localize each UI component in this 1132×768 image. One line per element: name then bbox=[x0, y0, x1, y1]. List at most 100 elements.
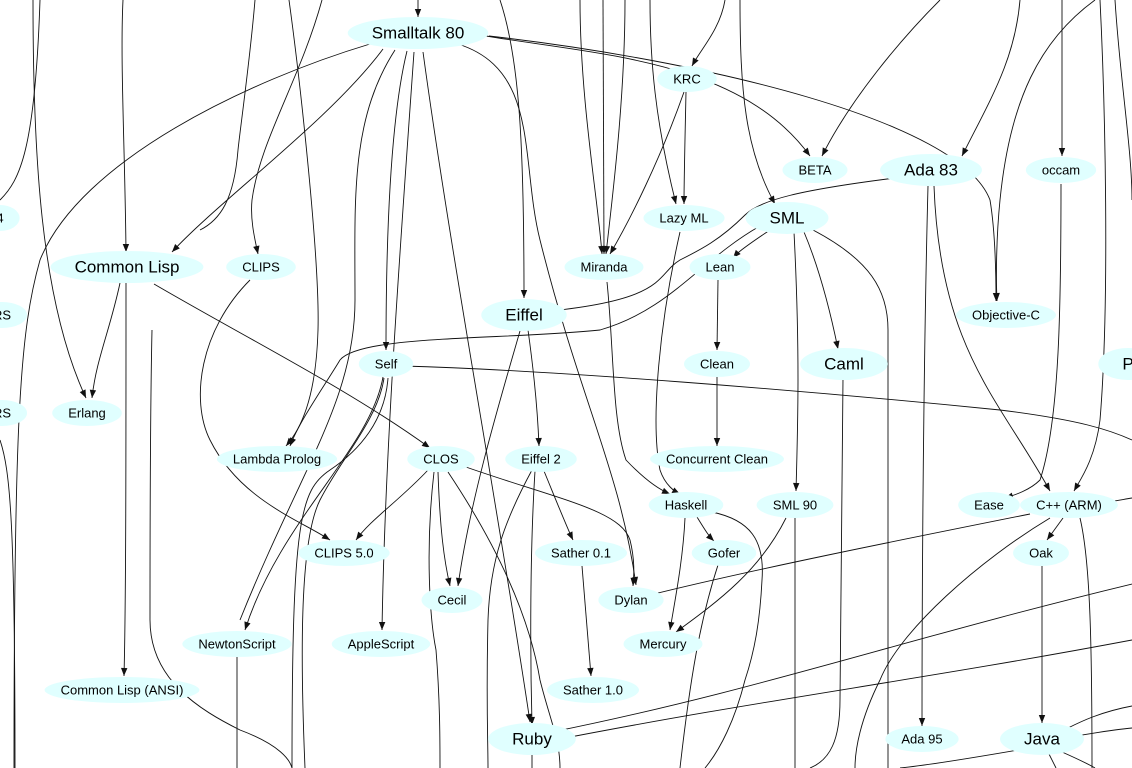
node-label: Gofer bbox=[708, 546, 741, 561]
node-ellipse bbox=[623, 631, 703, 657]
edge bbox=[539, 177, 896, 313]
edge bbox=[655, 231, 681, 495]
node-occam: occam bbox=[1025, 157, 1097, 183]
node-edge_left_4: 4 bbox=[0, 205, 20, 231]
node-label: Java bbox=[1024, 730, 1060, 749]
edge bbox=[609, 91, 685, 255]
edge bbox=[486, 469, 533, 768]
edge bbox=[251, 0, 323, 255]
node-label: NewtonScript bbox=[198, 637, 276, 652]
node-label: 4 bbox=[0, 211, 4, 226]
edge bbox=[803, 231, 839, 350]
edge bbox=[921, 185, 929, 727]
node-label: C++ (ARM) bbox=[1036, 498, 1102, 513]
edge-arrowhead bbox=[121, 667, 128, 676]
edge bbox=[554, 639, 1132, 741]
edge bbox=[854, 517, 1051, 768]
edge bbox=[1079, 517, 1093, 768]
node-label: RS bbox=[0, 308, 11, 323]
edge-arrowhead bbox=[918, 717, 926, 726]
edge bbox=[1004, 183, 1062, 499]
edge bbox=[704, 511, 763, 768]
node-label: Mercury bbox=[640, 637, 687, 652]
edge-arrowhead bbox=[79, 389, 86, 398]
edge-arrowhead bbox=[668, 621, 675, 630]
node-label: BETA bbox=[799, 163, 832, 178]
node-dylan: Dylan bbox=[598, 587, 664, 613]
edge bbox=[91, 282, 121, 399]
node-lean: Lean bbox=[689, 254, 751, 280]
edge bbox=[645, 513, 1031, 597]
node-label: CLIPS bbox=[242, 260, 280, 275]
node-label: Eiffel bbox=[505, 306, 543, 325]
edge-arrowhead bbox=[962, 147, 969, 156]
edge-arrowhead bbox=[253, 245, 260, 254]
node-label: Miranda bbox=[581, 260, 629, 275]
edge-arrowhead bbox=[587, 667, 594, 676]
edge-arrowhead bbox=[286, 437, 294, 446]
edge-arrowhead bbox=[706, 533, 714, 541]
edge bbox=[551, 583, 1132, 733]
edge bbox=[961, 0, 1021, 157]
edge bbox=[381, 51, 415, 631]
edge-arrowhead bbox=[692, 57, 699, 66]
node-ellipse bbox=[643, 205, 725, 231]
node-ease: Ease bbox=[958, 492, 1020, 518]
node-objc: Objective-C bbox=[956, 302, 1056, 328]
edge bbox=[171, 48, 384, 253]
node-label: Haskell bbox=[665, 498, 708, 513]
node-label: Dylan bbox=[614, 593, 647, 608]
node-label: Oak bbox=[1029, 546, 1053, 561]
node-label: occam bbox=[1042, 163, 1080, 178]
node-ellipse bbox=[885, 726, 959, 752]
node-ellipse bbox=[564, 254, 644, 280]
edge bbox=[579, 0, 603, 255]
edge-arrowhead bbox=[122, 243, 130, 252]
edge bbox=[485, 35, 811, 157]
node-lazyml: Lazy ML bbox=[643, 205, 725, 231]
edge bbox=[457, 43, 637, 586]
edge-arrowhead bbox=[680, 195, 688, 204]
node-label: CLIPS 5.0 bbox=[314, 546, 373, 561]
node-commonlisp: Common Lisp bbox=[50, 251, 204, 283]
node-ada83: Ada 83 bbox=[880, 154, 982, 186]
edge-arrowhead bbox=[993, 292, 1000, 301]
node-ellipse bbox=[44, 677, 200, 703]
edge bbox=[996, 0, 1096, 302]
edge bbox=[289, 225, 761, 447]
edge bbox=[1073, 0, 1107, 492]
node-ellipse bbox=[958, 492, 1020, 518]
node-label: Concurrent Clean bbox=[666, 452, 768, 467]
node-ellipse bbox=[0, 400, 28, 426]
edge bbox=[199, 0, 256, 231]
edge bbox=[649, 0, 677, 205]
edge-arrowhead bbox=[321, 532, 330, 540]
node-ellipse bbox=[650, 446, 784, 472]
edge-arrowhead bbox=[455, 577, 463, 586]
edge bbox=[457, 330, 521, 587]
node-ellipse bbox=[298, 540, 390, 566]
node-ellipse bbox=[182, 631, 292, 657]
node-cecil: Cecil bbox=[421, 587, 483, 613]
edge-arrowhead bbox=[1074, 482, 1081, 491]
edge bbox=[437, 471, 451, 587]
edge-arrowhead bbox=[802, 147, 810, 156]
node-sather01: Sather 0.1 bbox=[535, 540, 627, 566]
edge-arrowhead bbox=[793, 482, 800, 491]
node-ellipse bbox=[216, 446, 338, 472]
node-label: CLOS bbox=[423, 452, 459, 467]
edge-arrowhead bbox=[445, 577, 452, 586]
node-label: Objective-C bbox=[972, 308, 1040, 323]
node-haskell: Haskell bbox=[648, 492, 724, 518]
node-label: Ada 83 bbox=[904, 161, 958, 180]
node-oak: Oak bbox=[1013, 540, 1069, 566]
edge-arrowhead bbox=[670, 195, 678, 204]
node-label: Clean bbox=[700, 357, 734, 372]
node-ellipse bbox=[505, 446, 577, 472]
node-label: Common Lisp bbox=[75, 258, 180, 277]
node-label: Erlang bbox=[68, 406, 106, 421]
edge bbox=[355, 469, 429, 541]
edge bbox=[716, 279, 719, 351]
